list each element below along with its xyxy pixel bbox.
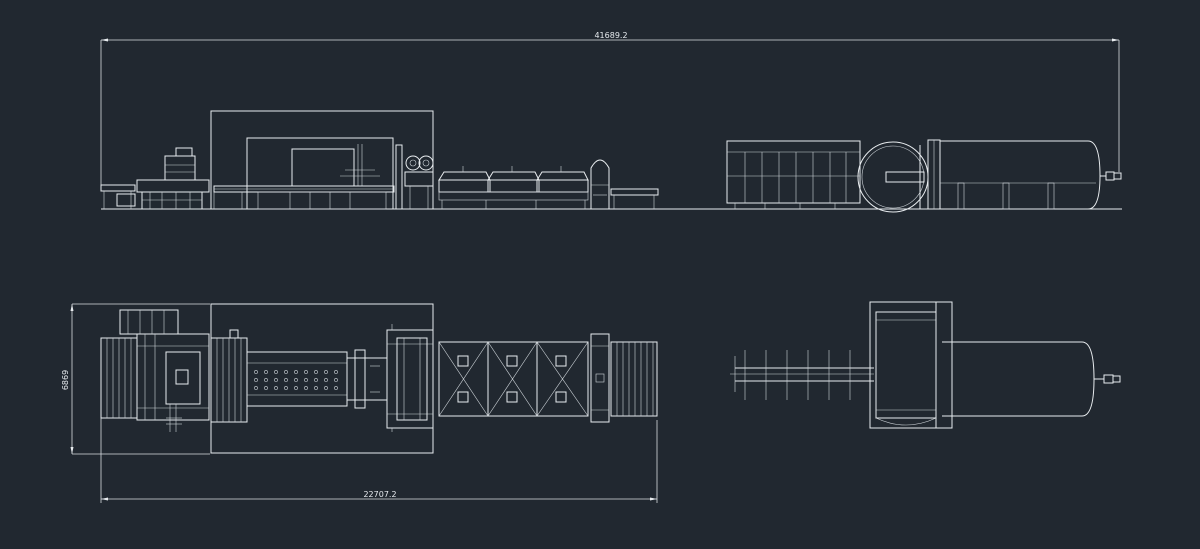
- plan-length-label: 22707.2: [363, 490, 396, 499]
- layup-table-holes: [254, 370, 338, 390]
- plan-width-label: 6869: [61, 370, 70, 390]
- plan-view-line: 6869 22707.2: [61, 303, 658, 503]
- overall-length-label: 41689.2: [594, 31, 627, 40]
- autoclave-rack-side: [726, 140, 861, 209]
- overall-length-dimension: 41689.2: [100, 31, 1120, 186]
- rack-bars: [734, 350, 851, 400]
- side-elevation-view: [100, 110, 1122, 213]
- autoclave-side: [857, 139, 1122, 213]
- oven-units-plan: [438, 341, 589, 417]
- oven-units-side: [438, 166, 589, 209]
- autoclave-plan-view: [730, 301, 1121, 429]
